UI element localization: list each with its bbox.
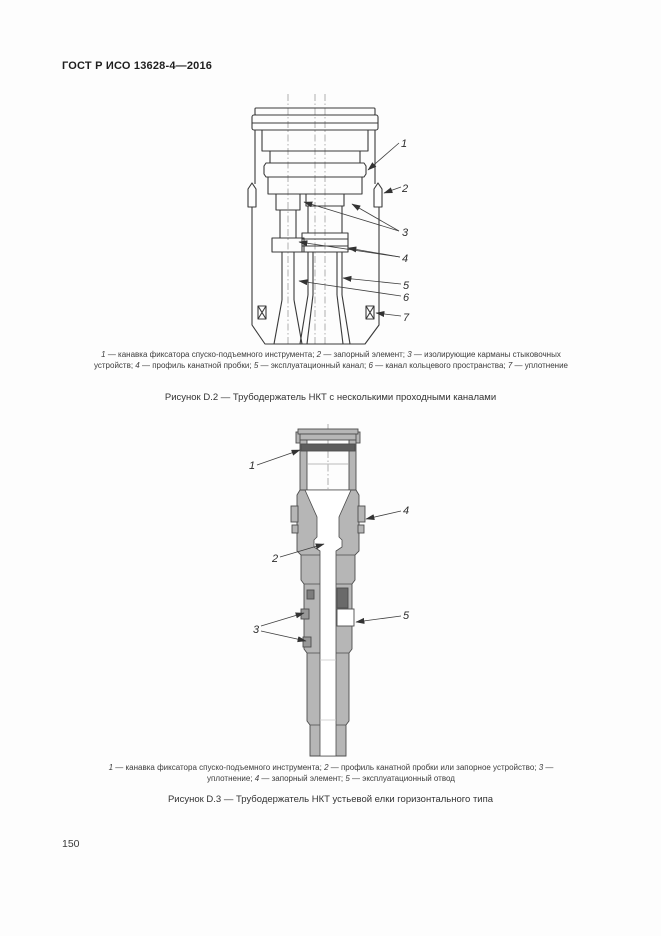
legend-item: 4 — профиль канатной пробки; — [135, 361, 254, 370]
figure-d2-diagram: 1 2 3 4 5 6 7 — [247, 94, 410, 346]
callout-label-3: 3 — [253, 624, 260, 636]
legend-item: 3 — уплотнение; — [207, 763, 554, 783]
callout-label-4: 4 — [403, 505, 409, 517]
centerlines — [287, 94, 326, 346]
legend-item: 6 — канал кольцевого пространства; — [368, 361, 508, 370]
legend-item: 2 — профиль канатной пробки или запорное… — [324, 763, 539, 772]
legend-item: 5 — эксплуатационный отвод — [345, 774, 455, 783]
callout-label-3: 3 — [402, 227, 409, 239]
legend-item: 4 — запорный элемент; — [254, 774, 346, 783]
figure-d3-caption: Рисунок D.3 — Трубодержатель НКТ устьево… — [167, 794, 494, 805]
legend-item: 3 — изолирующие карманы стыковочных устр… — [93, 350, 561, 370]
figure-d3-diagram: 1 2 3 4 5 — [249, 424, 410, 757]
figure-d2-caption: Рисунок D.2 — Трубодержатель НКТ с неско… — [164, 392, 497, 403]
document-header: ГОСТ Р ИСО 13628-4—2016 — [62, 60, 213, 72]
callout-label-6: 6 — [403, 292, 410, 304]
callout-label-4: 4 — [402, 253, 408, 265]
legend-item: 5 — эксплуатационный канал; — [253, 361, 369, 370]
legend-item: 1 — канавка фиксатора спуско-подъемного … — [108, 763, 325, 772]
callout-label-2: 2 — [401, 183, 408, 195]
legend-item: 2 — запорный элемент; — [316, 350, 408, 359]
callout-label-7: 7 — [403, 312, 410, 324]
callout-leaders — [298, 142, 402, 317]
figure-d3-legend: 1 — канавка фиксатора спуско-подъемного … — [85, 762, 577, 784]
legend-item: 7 — уплотнение — [507, 361, 568, 370]
legend-item: 1 — канавка фиксатора спуско-подъемного … — [101, 350, 317, 359]
hanger-body-outline — [247, 107, 383, 345]
figure-d2-legend: 1 — канавка фиксатора спуско-подъемного … — [90, 349, 572, 371]
callout-label-5: 5 — [403, 610, 410, 622]
callout-label-2: 2 — [271, 553, 278, 565]
callout-leaders — [256, 449, 402, 643]
page-number: 150 — [62, 838, 80, 850]
callout-label-1: 1 — [249, 460, 255, 472]
callout-label-5: 5 — [403, 280, 410, 292]
callout-label-1: 1 — [401, 138, 407, 150]
